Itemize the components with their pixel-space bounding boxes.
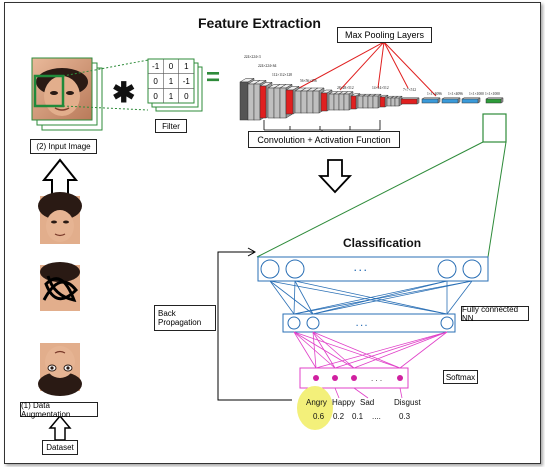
back-propagation-line1: Back xyxy=(158,309,176,318)
input-neuron xyxy=(285,259,305,279)
prob-happy: 0.2 xyxy=(333,412,345,421)
layer-dimension-label: 112×112×128 xyxy=(272,73,292,77)
input-image-stack xyxy=(31,57,103,131)
prob-sad: 0.1 xyxy=(352,412,364,421)
back-propagation-line2: Propagation xyxy=(158,318,202,327)
hidden-neuron xyxy=(306,316,320,330)
back-propagation-label: Back Propagation xyxy=(154,305,216,331)
convolution-operator: ✱ xyxy=(112,77,136,108)
filter-cell: -1 xyxy=(152,62,160,71)
equals-sign: = xyxy=(206,64,221,91)
softmax-layer xyxy=(485,97,504,104)
hidden-layer-box xyxy=(282,313,456,333)
classification-network: . . . . . . . . . xyxy=(257,256,489,399)
pool-layer xyxy=(400,97,420,105)
input-neuron xyxy=(462,259,482,279)
input-neuron xyxy=(260,259,280,279)
conv-callout-lines xyxy=(263,120,381,134)
filter-cell: 1 xyxy=(169,92,174,101)
augmented-face-occluded xyxy=(40,262,80,311)
layer-dimension-label: 1×1×1000 xyxy=(485,92,500,96)
softmax-neuron xyxy=(332,375,338,381)
connections-1 xyxy=(269,280,473,315)
filter-cell: 1 xyxy=(169,77,174,86)
dataset-label: Dataset xyxy=(42,440,78,455)
softmax-ellipsis: . . . xyxy=(371,374,382,383)
hidden-neuron xyxy=(287,316,301,330)
angry-highlight xyxy=(297,386,333,430)
layer-dimension-label: 14×14×512 xyxy=(372,86,389,90)
filter-label: Filter xyxy=(155,119,187,133)
input-layer-box xyxy=(257,256,489,282)
filter-cell: 0 xyxy=(169,62,174,71)
dense-layer xyxy=(461,97,481,104)
augmented-face-flipped xyxy=(38,343,82,396)
layer-dimension-labels: 224×224×3 224×224×64 112×112×128 56×56×256 2… xyxy=(244,55,500,96)
prob-angry: 0.6 xyxy=(313,412,325,421)
filter-stack xyxy=(147,58,203,112)
hidden-ellipsis: . . . xyxy=(356,319,367,328)
connections-2 xyxy=(293,331,448,369)
max-pooling-callout-lines xyxy=(289,41,437,97)
softmax-neuron xyxy=(351,375,357,381)
layer-dimension-label: 1×1×1000 xyxy=(469,92,484,96)
prob-ellipsis: .... xyxy=(372,412,381,421)
filter-cell: 0 xyxy=(184,92,189,101)
back-propagation-arrow xyxy=(217,247,292,401)
softmax-neuron xyxy=(397,375,403,381)
data-augmentation-label: (1) Data Augmentation xyxy=(20,401,98,419)
filter-cell: 1 xyxy=(184,62,189,71)
feature-extraction-title: Feature Extraction xyxy=(198,15,321,31)
dense-layer xyxy=(441,97,461,104)
layer-dimension-label: 224×224×64 xyxy=(258,64,277,68)
class-sad: Sad xyxy=(360,398,375,407)
layer-dimension-label: 28×28×512 xyxy=(337,86,354,90)
class-happy: Happy xyxy=(332,398,356,407)
prob-disgust: 0.3 xyxy=(399,412,411,421)
stem-lines xyxy=(256,141,507,258)
hidden-neuron xyxy=(440,316,454,330)
input-image-label: (2) Input Image xyxy=(30,139,97,154)
class-disgust: Disgust xyxy=(394,398,421,407)
up-arrow-small xyxy=(48,414,72,441)
dense-layer xyxy=(421,97,441,104)
cnn-layers xyxy=(239,77,504,121)
projection-lines xyxy=(62,59,149,111)
filter-cell: 0 xyxy=(153,92,158,101)
class-angry: Angry xyxy=(306,398,327,407)
softmax-neuron xyxy=(313,375,319,381)
layer-dimension-label: 1×1×4096 xyxy=(448,92,463,96)
filter-cell: 0 xyxy=(153,77,158,86)
layer-dimension-label: 7×7×512 xyxy=(403,88,416,92)
layer-dimension-label: 56×56×256 xyxy=(300,79,317,83)
layer-dimension-label: 224×224×3 xyxy=(244,55,261,59)
layer-dimension-label: 1×1×4096 xyxy=(427,92,442,96)
augmented-face-normal xyxy=(38,192,82,244)
input-ellipsis: . . . xyxy=(354,263,367,273)
conv-activation-label: Convolution + Activation Function xyxy=(248,131,400,148)
fully-connected-label: Fully connected NN xyxy=(461,305,529,323)
output-highlight-box xyxy=(482,113,507,143)
max-pooling-label: Max Pooling Layers xyxy=(337,27,432,43)
softmax-label: Softmax xyxy=(443,370,478,384)
down-arrow xyxy=(317,159,353,194)
input-neuron xyxy=(437,259,457,279)
classification-title: Classification xyxy=(343,236,422,250)
filter-matrix: -1 0 1 0 1 -1 0 1 0 xyxy=(152,62,190,101)
filter-cell: -1 xyxy=(183,77,191,86)
